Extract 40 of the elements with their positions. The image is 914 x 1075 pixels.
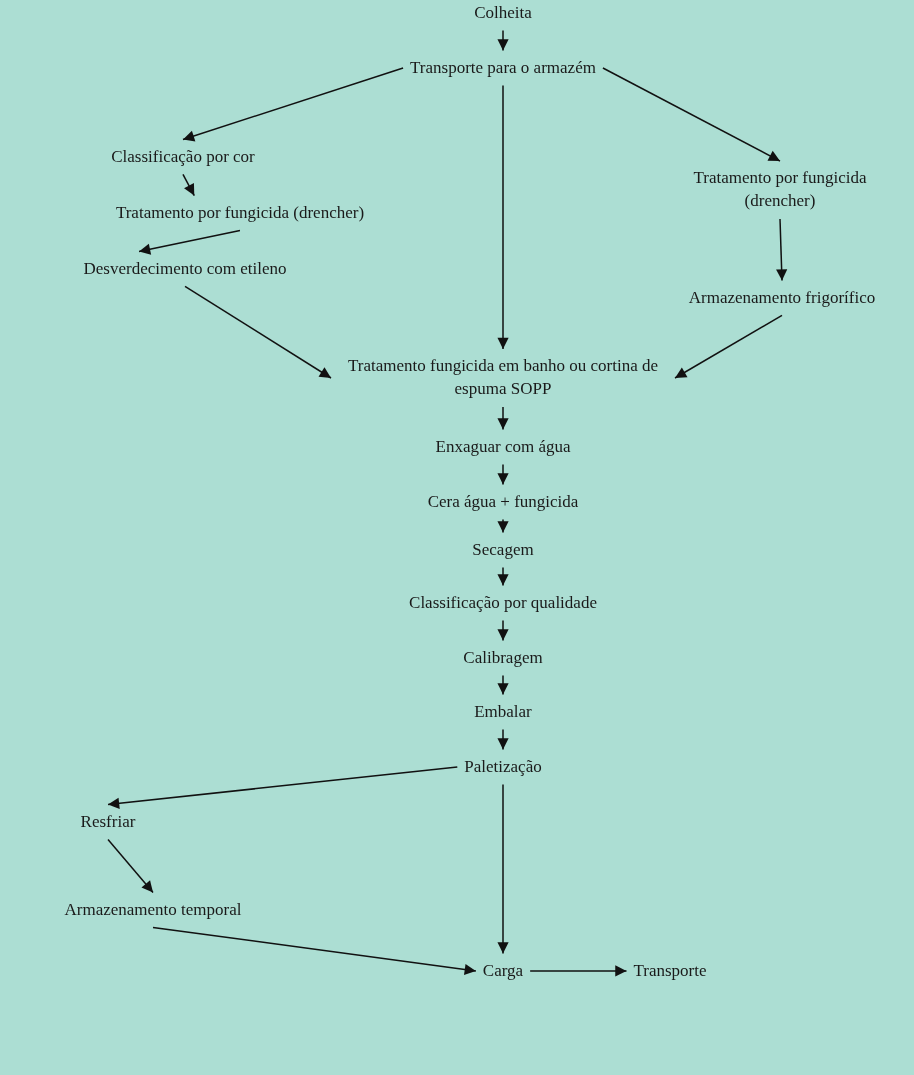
arrow [182,67,404,142]
step-label: Tratamento por fungicida (drencher) [682,165,878,215]
step-label: Calibragem [460,644,546,672]
arrow [497,406,509,431]
arrow [182,173,195,197]
step-label: Colheita [471,0,535,27]
arrow [107,838,154,894]
arrow [497,674,509,696]
arrow [152,926,477,976]
step-label: Enxaguar com água [432,433,574,461]
arrow [497,463,509,486]
step-label: Embalar [471,698,535,726]
arrow [497,29,509,52]
arrow [497,84,509,350]
arrow [497,566,509,587]
arrow [602,67,781,162]
arrow [674,314,783,379]
step-label: Transporte [630,957,710,985]
step-label: Carga [479,957,527,985]
arrow [138,229,241,255]
step-label: Cera água + fungicida [424,488,582,516]
arrow [497,728,509,751]
step-label: Transporte para o armazém [407,54,599,82]
arrow [776,218,788,282]
step-label: Armazenamento frigorífico [685,284,879,312]
step-label: Desverdecimento com etileno [80,255,290,283]
arrow [497,518,509,534]
step-label: Armazenamento temporal [61,896,245,924]
step-label: Classificação por cor [108,143,258,171]
arrow [107,766,459,809]
step-label: Paletização [461,753,545,781]
arrow [184,285,332,379]
arrow [497,783,509,955]
step-label: Secagem [469,536,537,564]
arrow [529,965,628,977]
arrow [497,619,509,642]
step-label: Classificação por qualidade [406,589,600,617]
step-label: Resfriar [77,808,139,836]
step-label: Tratamento fungicida em banho ou cortina de espuma SOPP [335,353,671,403]
step-label: Tratamento por fungicida (drencher) [112,199,368,227]
